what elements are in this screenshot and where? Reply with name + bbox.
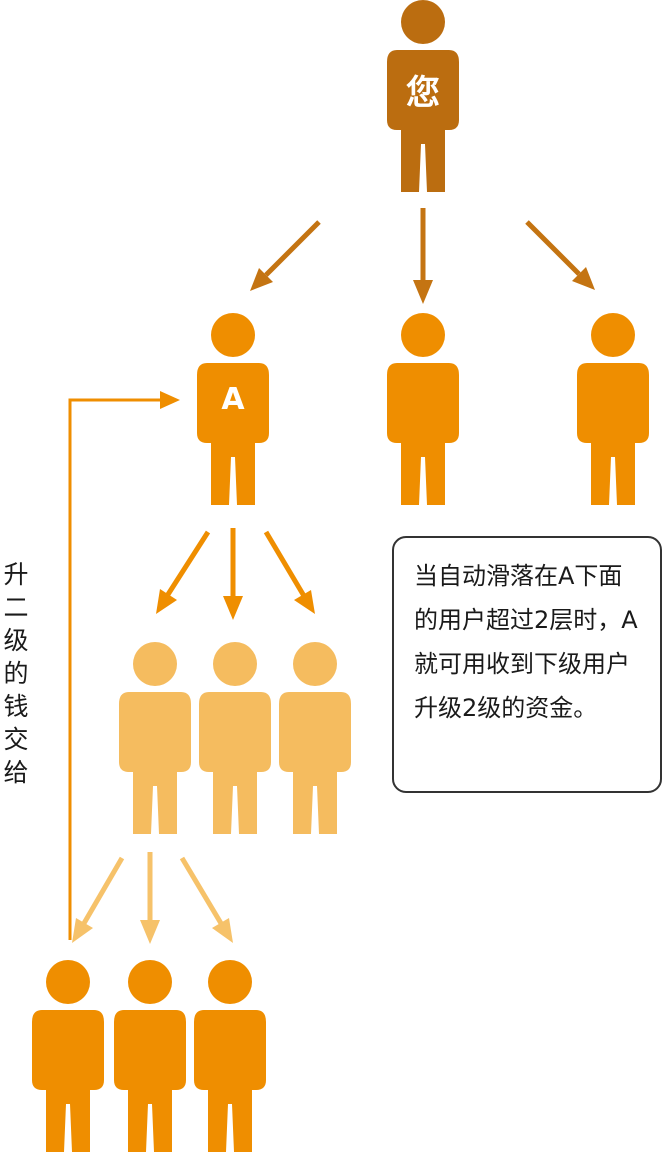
people-layer (32, 0, 649, 1152)
person-level3-left-head (46, 960, 90, 1004)
person-level1-middle-head (401, 313, 445, 357)
person-level2-right (279, 642, 351, 834)
arrows-top-to-level1 (250, 208, 595, 304)
arrow-top-to-right (525, 220, 595, 290)
arrow-level2-to-left (72, 856, 125, 943)
arrow-level2-to-right (179, 856, 233, 943)
person-a (197, 313, 269, 505)
person-level1-right (577, 313, 649, 505)
person-level3-right-body (194, 1010, 266, 1152)
arrow-level2-to-middle (140, 852, 160, 944)
person-level1-right-head (591, 313, 635, 357)
person-level2-left-head (133, 642, 177, 686)
arrows-a-to-level2 (156, 528, 315, 620)
person-a-head (211, 313, 255, 357)
person-level3-middle-body (114, 1010, 186, 1152)
upgrade-payment-label: 升二级的钱交给 (3, 560, 29, 787)
person-level2-middle (199, 642, 271, 834)
person-level2-middle-body (199, 692, 271, 834)
person-level1-middle-body (387, 363, 459, 505)
person-level1-middle (387, 313, 459, 505)
person-level1-right-body (577, 363, 649, 505)
person-level2-right-body (279, 692, 351, 834)
person-level3-middle-head (128, 960, 172, 1004)
person-level2-left-body (119, 692, 191, 834)
arrows-level2-to-level3 (72, 852, 233, 944)
arrow-top-to-middle (413, 208, 433, 304)
person-level3-left-body (32, 1010, 104, 1152)
arrow-a-to-middle (223, 528, 243, 620)
person-a-label: A (221, 382, 245, 417)
person-you-head (401, 0, 445, 44)
person-level2-right-head (293, 642, 337, 686)
person-you-body (387, 50, 459, 192)
person-level2-left (119, 642, 191, 834)
top-person-label: 您 (406, 73, 440, 113)
person-level3-middle (114, 960, 186, 1152)
arrow-a-to-right (263, 530, 315, 614)
person-level3-right-head (208, 960, 252, 1004)
arrow-a-to-left (156, 530, 211, 614)
explanation-note: 当自动滑落在A下面的用户超过2层时，A就可用收到下级用户升级2级的资金。 (392, 536, 662, 793)
return-arrow-to-a (68, 391, 180, 940)
arrow-top-to-left (250, 220, 321, 291)
person-a-body (197, 363, 269, 505)
person-level3-left (32, 960, 104, 1152)
person-level2-middle-head (213, 642, 257, 686)
person-level3-right (194, 960, 266, 1152)
person-you (387, 0, 459, 192)
